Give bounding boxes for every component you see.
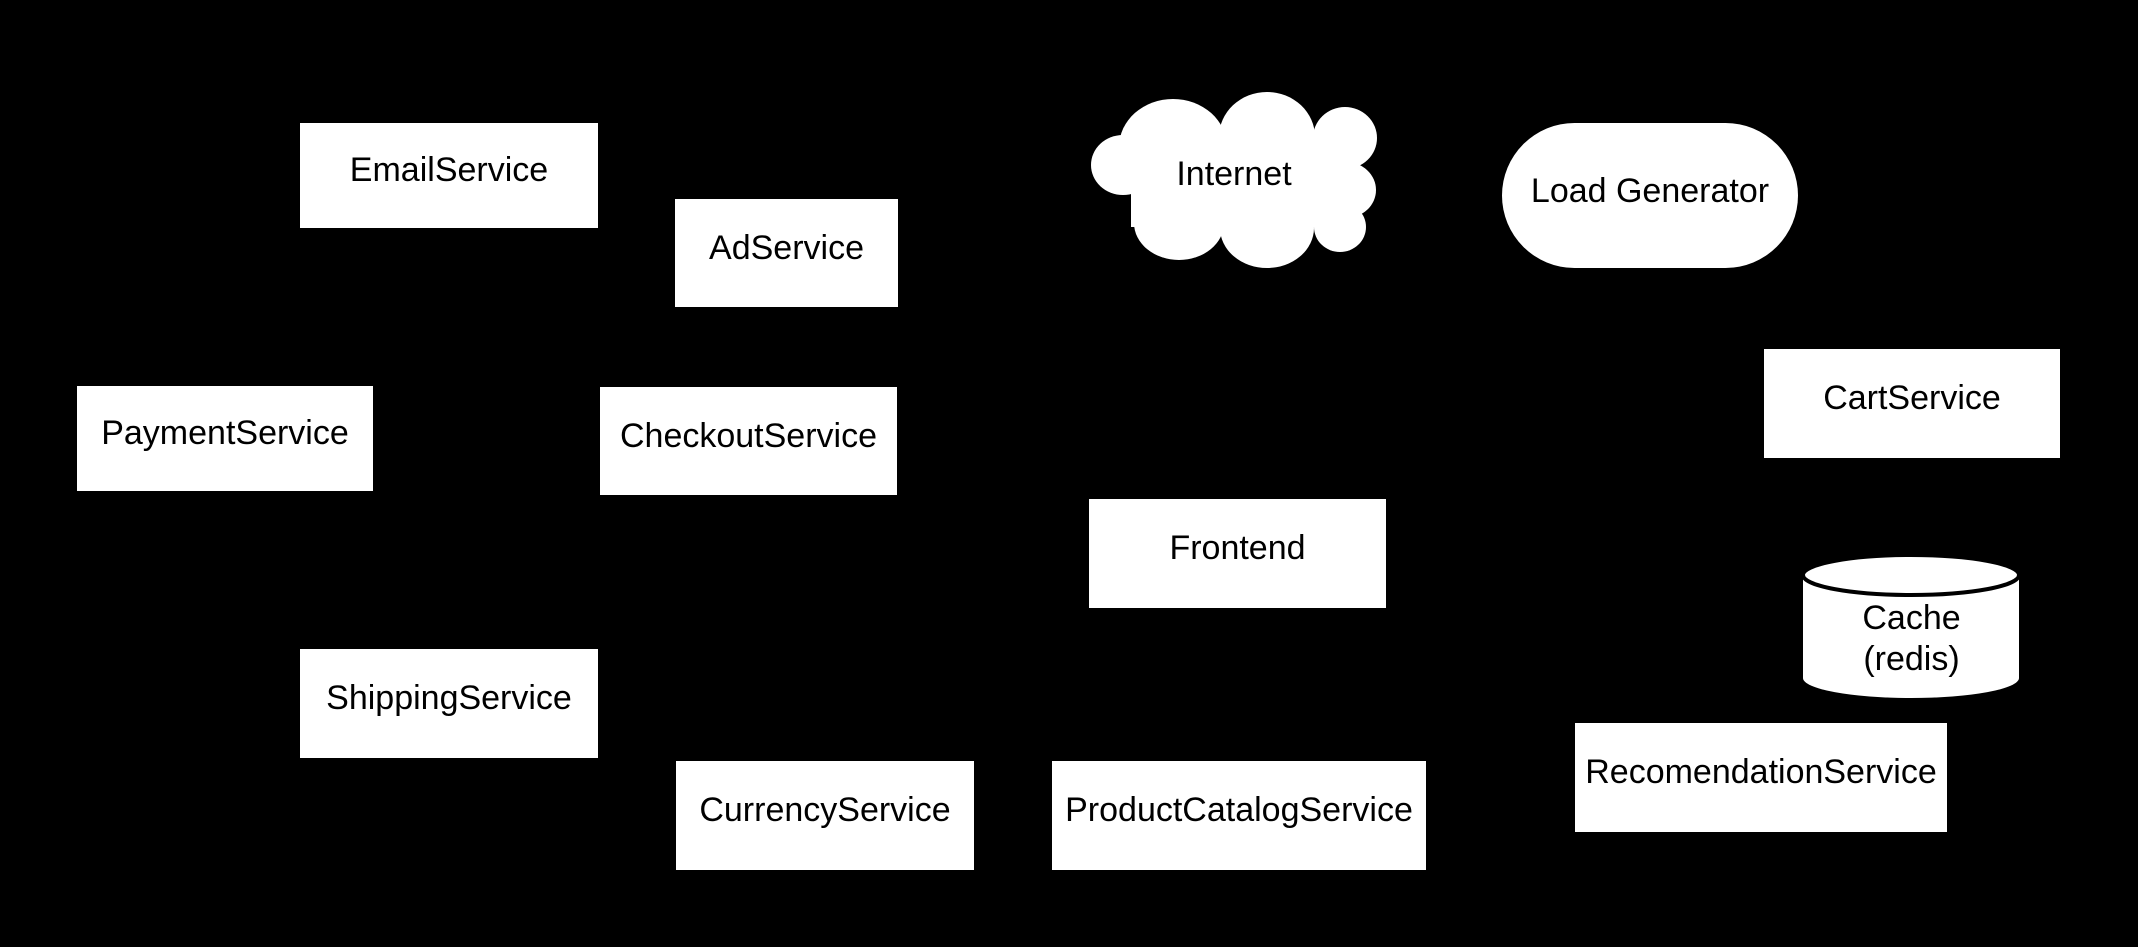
node-payment-service: PaymentService bbox=[77, 386, 373, 491]
node-recomendation-service: RecomendationService bbox=[1575, 723, 1947, 832]
internet-cloud-icon bbox=[1091, 92, 1377, 268]
cache-cylinder-icon bbox=[1801, 553, 2021, 698]
cache-label-line2: (redis) bbox=[1863, 639, 1960, 678]
node-internet: Internet bbox=[1091, 89, 1377, 270]
node-cart-service: CartService bbox=[1764, 349, 2060, 458]
node-frontend: Frontend bbox=[1089, 499, 1386, 608]
node-checkout-service: CheckoutService bbox=[600, 387, 897, 495]
node-email-service: EmailService bbox=[300, 123, 598, 228]
cache-label-line1: Cache bbox=[1862, 598, 1961, 637]
node-product-catalog-service: ProductCatalogService bbox=[1052, 761, 1426, 870]
node-ad-service: AdService bbox=[675, 199, 898, 307]
node-currency-service: CurrencyService bbox=[676, 761, 974, 870]
node-load-generator: Load Generator bbox=[1502, 123, 1798, 268]
node-cache-redis: Cache (redis) bbox=[1800, 553, 2023, 700]
cache-label: Cache (redis) bbox=[1800, 553, 2023, 700]
node-shipping-service: ShippingService bbox=[300, 649, 598, 758]
internet-label: Internet bbox=[1176, 155, 1292, 194]
